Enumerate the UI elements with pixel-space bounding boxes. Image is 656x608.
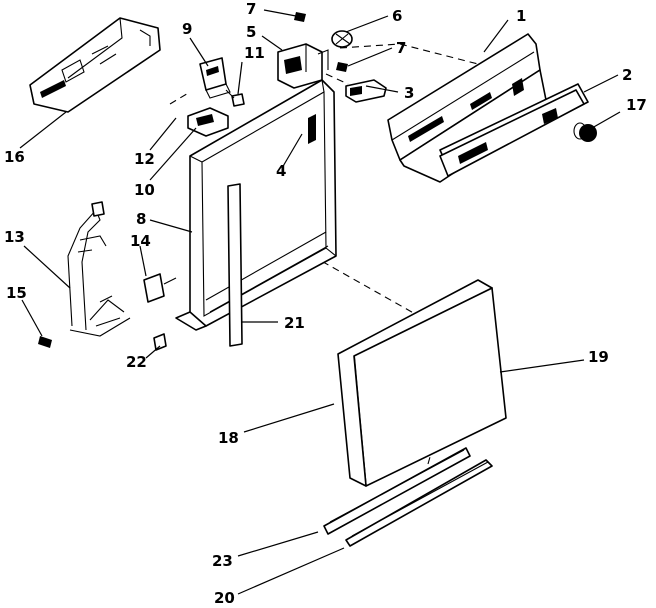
small-clip-part xyxy=(153,333,167,351)
callout-label-14: 14 xyxy=(130,232,151,250)
latch-part xyxy=(187,107,229,137)
assembly-line-1 xyxy=(339,43,479,65)
switch-part xyxy=(345,79,387,103)
screw-mid-part xyxy=(336,62,348,72)
callout-label-19: 19 xyxy=(588,348,609,366)
door-switch-part xyxy=(143,273,177,303)
callout-label-4: 4 xyxy=(276,162,286,180)
screw-top-part xyxy=(294,12,306,22)
assembly-line-5 xyxy=(169,91,191,105)
callout-label-17: 17 xyxy=(626,96,647,114)
trim-rail-part xyxy=(323,447,471,535)
callout-label-11: 11 xyxy=(244,44,265,62)
callout-leaders xyxy=(19,9,621,595)
gasket-strip-part xyxy=(227,183,243,347)
knob-part xyxy=(331,30,353,48)
screw-lower-left-part xyxy=(38,336,52,348)
inner-panel-part xyxy=(337,279,493,487)
callout-label-7b: 7 xyxy=(396,39,406,57)
callout-label-6: 6 xyxy=(392,7,402,25)
callout-label-15: 15 xyxy=(6,284,27,302)
callout-label-1: 1 xyxy=(516,7,526,25)
callout-label-21: 21 xyxy=(284,314,305,332)
door-frame-part xyxy=(175,79,337,331)
callout-label-16: 16 xyxy=(4,148,25,166)
callout-label-7a: 7 xyxy=(246,0,256,18)
callout-label-20: 20 xyxy=(214,589,235,607)
clip-part xyxy=(199,57,231,99)
callout-label-8: 8 xyxy=(136,210,146,228)
callout-label-23: 23 xyxy=(212,552,233,570)
callout-label-5: 5 xyxy=(246,23,256,41)
callout-label-9: 9 xyxy=(182,20,192,38)
callout-label-3: 3 xyxy=(404,84,414,102)
button-part xyxy=(573,122,597,142)
bracket-part xyxy=(29,17,161,113)
callout-label-2: 2 xyxy=(622,66,632,84)
assembly-line-2 xyxy=(325,73,349,85)
wire-harness-part xyxy=(67,201,131,337)
callout-label-18: 18 xyxy=(218,429,239,447)
screw-part xyxy=(225,89,245,107)
callout-label-22: 22 xyxy=(126,353,147,371)
bottom-trim-part xyxy=(345,459,493,547)
callout-label-12: 12 xyxy=(134,150,155,168)
control-panel-part xyxy=(387,33,549,183)
panel-insert-part xyxy=(439,83,589,177)
callout-label-13: 13 xyxy=(4,228,25,246)
callout-label-10: 10 xyxy=(134,181,155,199)
